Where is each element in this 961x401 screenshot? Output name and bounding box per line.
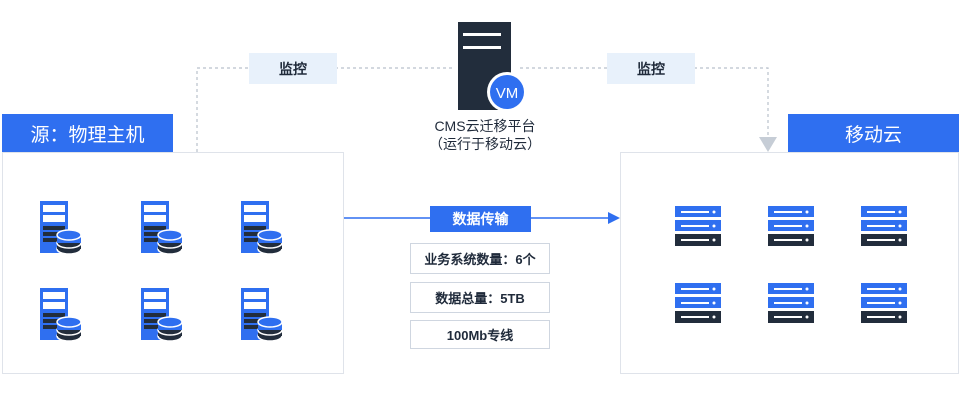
cloud-server-icon bbox=[768, 283, 814, 323]
detail-systems: 业务系统数量：6个 bbox=[410, 243, 550, 274]
physical-server-icon bbox=[40, 288, 82, 342]
platform-subtitle: （运行于移动云） bbox=[429, 136, 541, 152]
physical-server-icon bbox=[241, 288, 283, 342]
monitor-line-left bbox=[196, 67, 455, 152]
platform-name: CMS云迁移平台 bbox=[434, 118, 536, 134]
cloud-server-icon bbox=[675, 206, 721, 246]
cloud-server-icon bbox=[861, 206, 907, 246]
transfer-tag: 数据传输 bbox=[430, 206, 531, 232]
detail-line: 100Mb专线 bbox=[410, 320, 550, 349]
monitor-tag-right: 监控 bbox=[607, 53, 695, 84]
transfer-arrow-head bbox=[608, 212, 620, 224]
target-panel bbox=[620, 152, 959, 374]
monitor-arrow-head bbox=[759, 137, 777, 152]
target-title: 移动云 bbox=[788, 114, 959, 152]
cloud-server-icon bbox=[768, 206, 814, 246]
cloud-server-icon bbox=[675, 283, 721, 323]
monitor-tag-left: 监控 bbox=[249, 53, 337, 84]
source-title: 源：物理主机 bbox=[2, 114, 173, 152]
cloud-server-icon bbox=[861, 283, 907, 323]
vm-badge-text: VM bbox=[496, 85, 519, 102]
monitor-line-right bbox=[520, 67, 769, 140]
physical-server-icon bbox=[40, 201, 82, 255]
physical-server-icon bbox=[141, 201, 183, 255]
physical-server-icon bbox=[141, 288, 183, 342]
detail-data-volume: 数据总量：5TB bbox=[410, 282, 550, 313]
physical-server-icon bbox=[241, 201, 283, 255]
